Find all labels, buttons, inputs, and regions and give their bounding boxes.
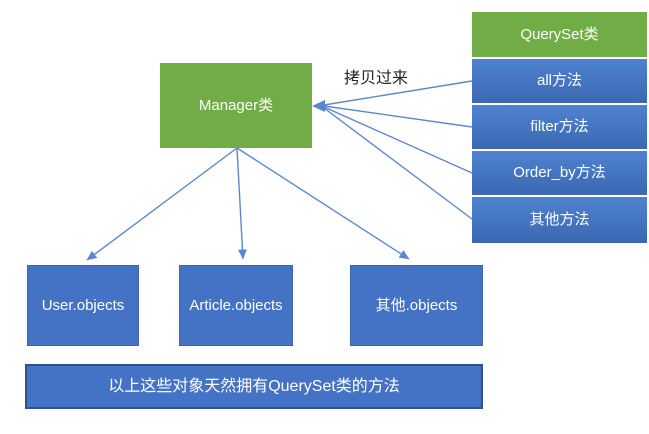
- manager-to-objects-arrows: [86, 147, 410, 261]
- arrow-to-user-objects: [86, 147, 238, 261]
- user-objects-box: User.objects: [27, 265, 139, 346]
- method-box-filter: filter方法: [472, 105, 647, 149]
- queryset-to-manager-lines: [323, 80, 473, 220]
- article-objects-box: Article.objects: [179, 265, 293, 346]
- arrow-to-article-objects: [236, 147, 247, 260]
- copy-annotation-label: 拷贝过来: [344, 70, 409, 87]
- queryset-class-box: QuerySet类: [472, 12, 647, 57]
- method-box-order-by: Order_by方法: [472, 151, 647, 195]
- method-box-all: all方法: [472, 59, 647, 103]
- copy-arrowhead: [312, 100, 325, 112]
- method-box-other: 其他方法: [472, 197, 647, 243]
- manager-class-box: Manager类: [160, 63, 312, 148]
- summary-bar: 以上这些对象天然拥有QuerySet类的方法: [25, 364, 483, 409]
- other-objects-box: 其他.objects: [350, 265, 483, 346]
- arrow-to-other-objects: [236, 147, 410, 260]
